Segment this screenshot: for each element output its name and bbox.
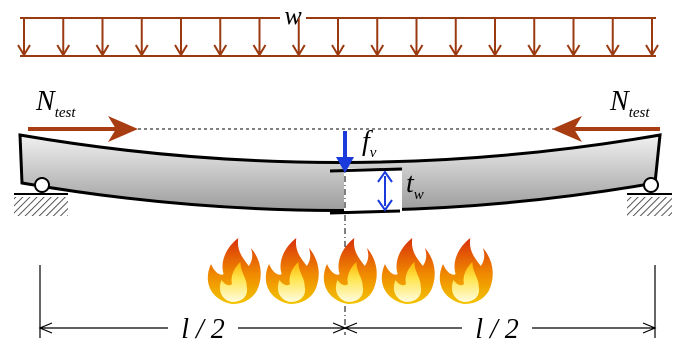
deflection-label: fv — [362, 126, 377, 161]
axial-arrow-left-head — [108, 116, 138, 142]
thickness-indicator: tw — [377, 168, 424, 212]
dim-left-arrow-start — [38, 322, 53, 334]
span-half-left-label: l / 2 — [181, 314, 225, 340]
deflection-arrow-head — [336, 157, 354, 173]
roller-support-icon — [14, 177, 68, 216]
load-arrow-head — [409, 44, 424, 57]
load-arrow-head — [527, 44, 542, 57]
fire-group — [207, 238, 493, 304]
load-arrow-group — [17, 18, 659, 57]
axial-force-left-label: Ntest — [35, 86, 76, 121]
flame-icon — [381, 238, 435, 304]
roller-support-icon — [627, 177, 672, 216]
thickness-arrow-head-top — [377, 170, 393, 183]
thickness-label: tw — [406, 168, 424, 203]
flame-icon — [439, 238, 493, 304]
thickness-arrow-head-bottom — [377, 199, 393, 212]
axial-force-right: Ntest — [552, 86, 660, 142]
load-arrow-head — [174, 44, 188, 57]
load-arrow-head — [95, 44, 110, 57]
load-arrow-head — [605, 44, 620, 57]
flame-icon — [207, 238, 261, 304]
flame-icon — [265, 238, 319, 304]
thickness-callout-box — [344, 168, 402, 216]
load-arrow-head — [566, 44, 581, 57]
distributed-load: w — [17, 1, 659, 57]
load-arrow-head — [331, 44, 345, 57]
beam-top-edge-callout — [329, 167, 403, 173]
deflection-indicator: fv — [336, 126, 377, 173]
load-arrow-head — [645, 44, 659, 57]
beam-bottom-edge-callout — [329, 209, 401, 215]
span-half-right-label: l / 2 — [475, 314, 519, 340]
support-left-hatch — [14, 197, 68, 216]
load-arrow-head — [17, 44, 31, 57]
flame-icon — [323, 238, 377, 304]
dim-right-arrow-start — [343, 322, 358, 334]
axial-arrow-right-head — [552, 116, 582, 142]
load-arrow-head — [252, 44, 267, 57]
axial-force-right-label: Ntest — [609, 86, 650, 121]
load-arrow-head — [488, 44, 502, 57]
deflected-beam — [18, 133, 662, 212]
span-dimension: l / 2 l / 2 — [38, 265, 657, 340]
axial-force-left: Ntest — [28, 86, 138, 142]
load-arrow-head — [291, 44, 306, 57]
dim-right-arrow-end — [642, 322, 657, 334]
load-arrow-head — [134, 44, 149, 57]
support-right-roller — [643, 177, 659, 193]
load-arrow-head — [213, 44, 228, 57]
load-arrow-head — [370, 44, 385, 57]
load-arrow-head — [56, 44, 71, 57]
load-arrow-head — [448, 44, 463, 57]
support-right-hatch — [627, 197, 672, 216]
support-left-roller — [34, 177, 50, 193]
